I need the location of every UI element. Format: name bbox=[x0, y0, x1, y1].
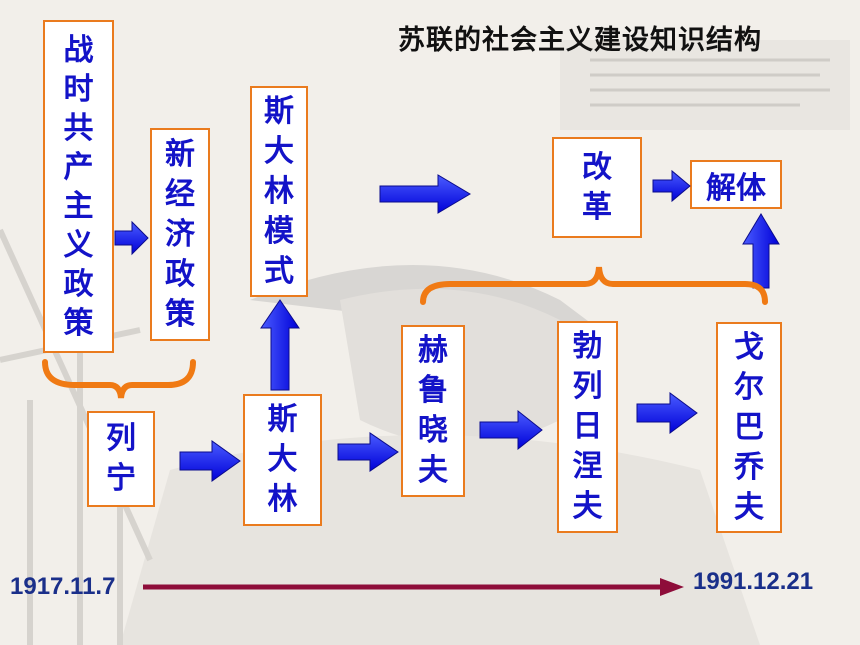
node-brezhnev-label: 勃列日涅夫 bbox=[572, 329, 603, 524]
node-stalin-label: 斯大林 bbox=[267, 402, 298, 517]
node-stalin-model-label: 斯大林模式 bbox=[264, 93, 294, 289]
node-reform: 改革 bbox=[552, 137, 642, 238]
node-war-communism-label: 战时共产主义政策 bbox=[63, 32, 94, 341]
node-dissolution-label: 解体 bbox=[706, 170, 766, 206]
node-lenin-label: 列宁 bbox=[106, 421, 136, 496]
node-nep: 新经济政策 bbox=[150, 128, 210, 341]
timeline-end-date: 1991.12.21 bbox=[693, 568, 814, 595]
node-stalin-model: 斯大林模式 bbox=[250, 86, 308, 297]
timeline-start-date: 1917.11.7 bbox=[10, 573, 116, 600]
node-dissolution: 解体 bbox=[690, 160, 782, 209]
node-war-communism: 战时共产主义政策 bbox=[43, 20, 114, 353]
node-gorbachev: 戈尔巴乔夫 bbox=[716, 322, 782, 533]
node-stalin: 斯大林 bbox=[243, 394, 322, 526]
node-khrushchev: 赫鲁晓夫 bbox=[401, 325, 465, 497]
node-khrushchev-label: 赫鲁晓夫 bbox=[418, 333, 448, 488]
node-reform-label: 改革 bbox=[582, 149, 612, 225]
node-gorbachev-label: 戈尔巴乔夫 bbox=[734, 329, 764, 525]
node-nep-label: 新经济政策 bbox=[165, 136, 195, 332]
diagram-title: 苏联的社会主义建设知识结构 bbox=[398, 25, 762, 56]
node-lenin: 列宁 bbox=[87, 411, 155, 507]
node-brezhnev: 勃列日涅夫 bbox=[557, 321, 618, 533]
